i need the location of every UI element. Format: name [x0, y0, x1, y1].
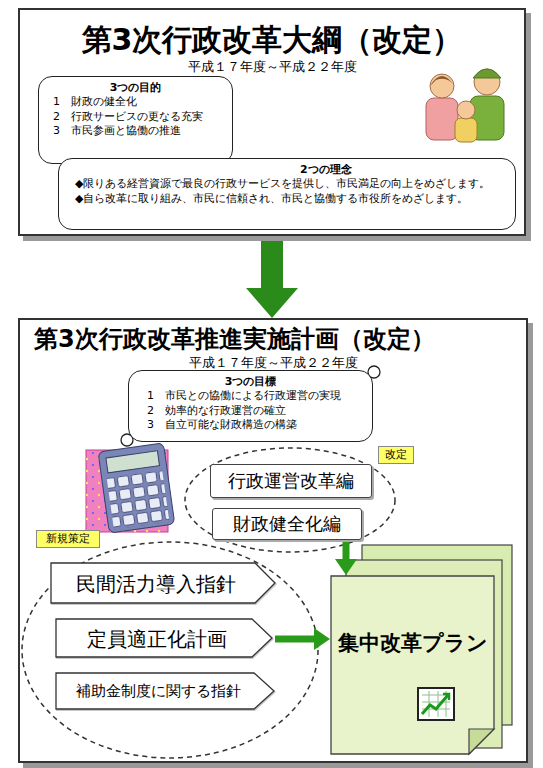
period-text: 平成１７年度～平成２２年度: [20, 59, 524, 76]
box-heading: 3つの目的: [45, 81, 226, 95]
drawing-part: [418, 688, 454, 720]
bullet-text: ◆自ら改革に取り組み、市民に信頼され、市民と協働する市役所をめざします。: [65, 192, 509, 206]
arrow-outline: [56, 619, 272, 657]
tag-text: 改定: [382, 448, 410, 462]
tag-text: 新規策定: [40, 532, 96, 546]
panel-title: 第3次行政改革大綱（改定）: [20, 20, 524, 59]
arrow-outline: [51, 563, 275, 603]
group-outline: [22, 542, 318, 758]
list-item: 1 財政の健全化: [45, 95, 226, 109]
arrow-outline: [56, 673, 274, 709]
drawing-part: [107, 470, 170, 529]
group-outline: [185, 448, 395, 552]
calculator-illustration: [86, 443, 175, 533]
section-label: 行政運営改革編: [228, 469, 354, 492]
policy-arrow-box: 定員適正化計画: [55, 618, 275, 660]
list-item: 1 市民との協働による行政運営の実現: [135, 389, 366, 403]
flow-arrow: [261, 236, 283, 288]
plan-title: 集中改革プラン: [330, 630, 495, 657]
section-label: 財政健全化編: [233, 512, 341, 535]
document-outline: [330, 575, 495, 755]
drawing-part: [426, 98, 458, 140]
drawing-part: [422, 695, 448, 714]
drawing-part: [98, 443, 175, 533]
drawing-part: [474, 69, 500, 95]
chart-icon: [417, 687, 455, 721]
policy-label: 定員適正化計画: [87, 626, 227, 652]
drawing-part: [430, 74, 454, 98]
list-item: 3 市民参画と協働の推進: [45, 124, 226, 138]
goal-scroll: 3つの目標1 市民との協働による行政運営の実現2 効率的な行政運営の確立3 自立…: [128, 370, 373, 442]
scroll-curls: [121, 366, 380, 446]
policy-arrow-box: 民間活力導入指針: [50, 562, 278, 606]
plan-document: 集中改革プラン: [330, 575, 495, 755]
drawing-part: [443, 694, 449, 700]
drawing-part: [98, 443, 175, 533]
panel-title: 第3次行政改革推進実施計画（改定）: [20, 324, 526, 355]
drawing-part: [422, 691, 450, 717]
policy-arrow-box: 補助金制度に関する指針: [55, 672, 277, 712]
new-tag: 新規策定: [36, 530, 100, 548]
plan-panel: 第3次行政改革推進実施計画（改定）平成１７年度～平成２２年度3つの目標1 市民と…: [18, 318, 528, 763]
purpose-box: 3つの目的1 財政の健全化2 行政サービスの更なる充実3 市民参画と協働の推進: [38, 76, 233, 164]
bullet-text: ◆限りある経営資源で最良の行政サービスを提供し、市民満足の向上をめざします。: [65, 177, 509, 191]
box-heading: 3つの目標: [135, 375, 366, 389]
principle-box: 2つの理念◆限りある経営資源で最良の行政サービスを提供し、市民満足の向上をめざし…: [58, 158, 516, 230]
page-outline: [331, 576, 494, 754]
drawing-part: [455, 118, 477, 142]
flow-arrow: [343, 540, 350, 559]
flow-arrow: [275, 636, 314, 643]
policy-label: 補助金制度に関する指針: [76, 682, 241, 702]
outline-panel: 第3次行政改革大綱（改定）平成１７年度～平成２２年度3つの目的1 財政の健全化2…: [18, 8, 526, 236]
section-box: 財政健全化編: [212, 508, 362, 540]
list-item: 3 自立可能な財政構造の構築: [135, 418, 366, 432]
list-item: 2 行政サービスの更なる充実: [45, 110, 226, 124]
family-illustration: [426, 69, 504, 142]
list-item: 2 効率的な行政運営の確立: [135, 404, 366, 418]
drawing-part: [473, 69, 501, 78]
box-heading: 2つの理念: [65, 163, 509, 177]
policy-label: 民間活力導入指針: [76, 571, 236, 597]
drawing-part: [106, 451, 160, 473]
section-box: 行政運営改革編: [210, 464, 372, 498]
drawing-part: [430, 76, 454, 86]
drawing-part: [457, 101, 475, 119]
revision-tag: 改定: [378, 446, 414, 464]
page-fold: [469, 729, 494, 754]
